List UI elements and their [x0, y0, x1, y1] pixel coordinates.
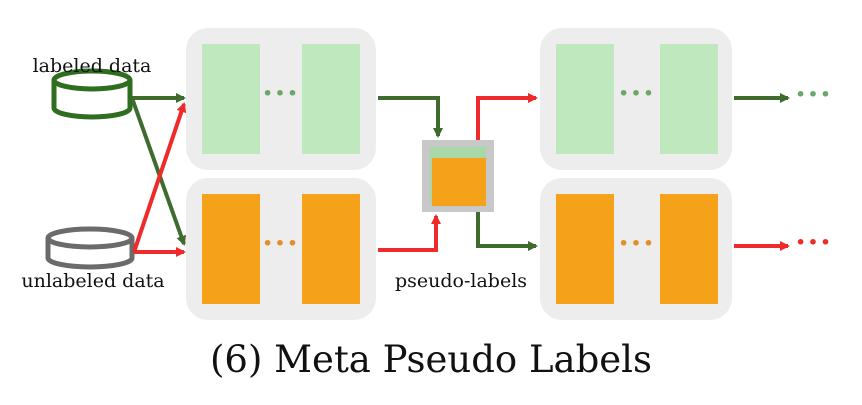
unlabeled-data-label: unlabeled data — [21, 270, 164, 292]
student-top-ellipsis: ··· — [618, 76, 655, 111]
teacher-bottom-panel: ··· — [186, 178, 376, 320]
student-bottom-continuation: ··· — [795, 225, 832, 260]
database-icon — [51, 68, 133, 120]
teacher-bottom-ellipsis: ··· — [262, 226, 299, 261]
database-icon — [45, 226, 135, 270]
teacher-bottom-block-right — [302, 194, 360, 304]
teacher-top-block-right — [302, 44, 360, 154]
arrow-teacher-top-to-pseudo — [378, 96, 443, 138]
arrow-pseudo-to-student-top — [476, 93, 538, 140]
student-bottom-block-left — [556, 194, 614, 304]
labeled-data-label: labeled data — [33, 55, 152, 77]
teacher-top-ellipsis: ··· — [262, 76, 299, 111]
student-bottom-ellipsis: ··· — [618, 226, 655, 261]
student-top-continuation: ··· — [795, 77, 832, 112]
student-top-block-right — [660, 44, 718, 154]
student-top-panel: ··· — [540, 28, 732, 170]
teacher-top-panel: ··· — [186, 28, 376, 170]
pseudo-label-square — [422, 140, 494, 212]
student-bottom-panel: ··· — [540, 178, 732, 320]
arrow-teacher-bottom-to-pseudo — [378, 214, 441, 252]
pseudo-labels-label: pseudo-labels — [395, 270, 527, 292]
student-bottom-block-right — [660, 194, 718, 304]
teacher-bottom-block-left — [202, 194, 260, 304]
student-top-block-left — [556, 44, 614, 154]
arrow-pseudo-to-student-bottom — [476, 212, 538, 251]
figure-caption: (6) Meta Pseudo Labels — [210, 338, 652, 381]
teacher-top-block-left — [202, 44, 260, 154]
arrow-unlabeled-to-teacher-top — [132, 102, 187, 253]
arrow-labeled-to-teacher-bottom — [130, 97, 187, 246]
